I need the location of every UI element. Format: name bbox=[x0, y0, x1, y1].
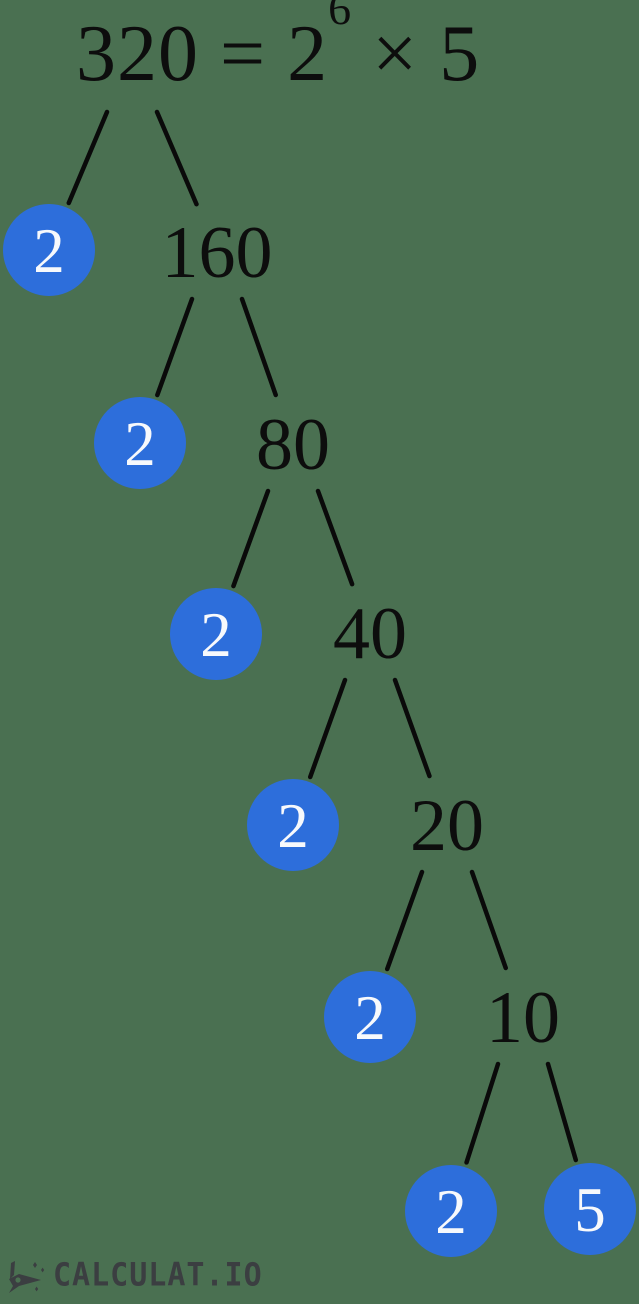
rocket-icon bbox=[9, 1261, 45, 1293]
prime-node-circle bbox=[405, 1165, 497, 1257]
prime-node-circle bbox=[3, 204, 95, 296]
equation-suffix: × 5 bbox=[351, 10, 481, 98]
prime-node-label: 5 bbox=[574, 1175, 606, 1245]
prime-node-circle bbox=[170, 588, 262, 680]
prime-node-circle bbox=[94, 397, 186, 489]
prime-node-label: 2 bbox=[124, 409, 156, 479]
prime-node-label: 2 bbox=[200, 600, 232, 670]
tree-edge bbox=[66, 109, 110, 206]
composite-node-label: 160 bbox=[162, 212, 273, 294]
composite-node-label: 10 bbox=[486, 977, 560, 1059]
prime-node-circle bbox=[247, 779, 339, 871]
tree-edge bbox=[239, 296, 278, 398]
logo-text: CALCULAT.IO bbox=[53, 1256, 263, 1295]
prime-node-label: 2 bbox=[435, 1177, 467, 1247]
composite-node-label: 40 bbox=[333, 593, 407, 675]
equation-exponent: 6 bbox=[328, 0, 352, 34]
prime-node-circle bbox=[324, 971, 416, 1063]
composite-node-label: 80 bbox=[256, 404, 330, 486]
equation-base: 320 = 2 bbox=[76, 10, 329, 98]
tree-edge bbox=[469, 869, 508, 971]
prime-node-label: 2 bbox=[354, 983, 386, 1053]
tree-edge bbox=[231, 488, 271, 589]
composite-node-label: 20 bbox=[410, 785, 484, 867]
equation-title: 320 = 26 × 5 bbox=[76, 0, 480, 94]
prime-node-label: 2 bbox=[33, 216, 65, 286]
tree-edge bbox=[154, 109, 199, 207]
tree-edge bbox=[384, 869, 425, 972]
tree-edge bbox=[155, 296, 195, 398]
tree-edge bbox=[315, 488, 355, 587]
tree-edge bbox=[392, 677, 432, 779]
tree-edge bbox=[545, 1061, 579, 1163]
tree-edge bbox=[307, 677, 348, 780]
prime-node-circle bbox=[544, 1163, 636, 1255]
tree-edge bbox=[464, 1061, 501, 1165]
logo: CALCULAT.IO bbox=[5, 1255, 263, 1297]
prime-node-label: 2 bbox=[277, 791, 309, 861]
